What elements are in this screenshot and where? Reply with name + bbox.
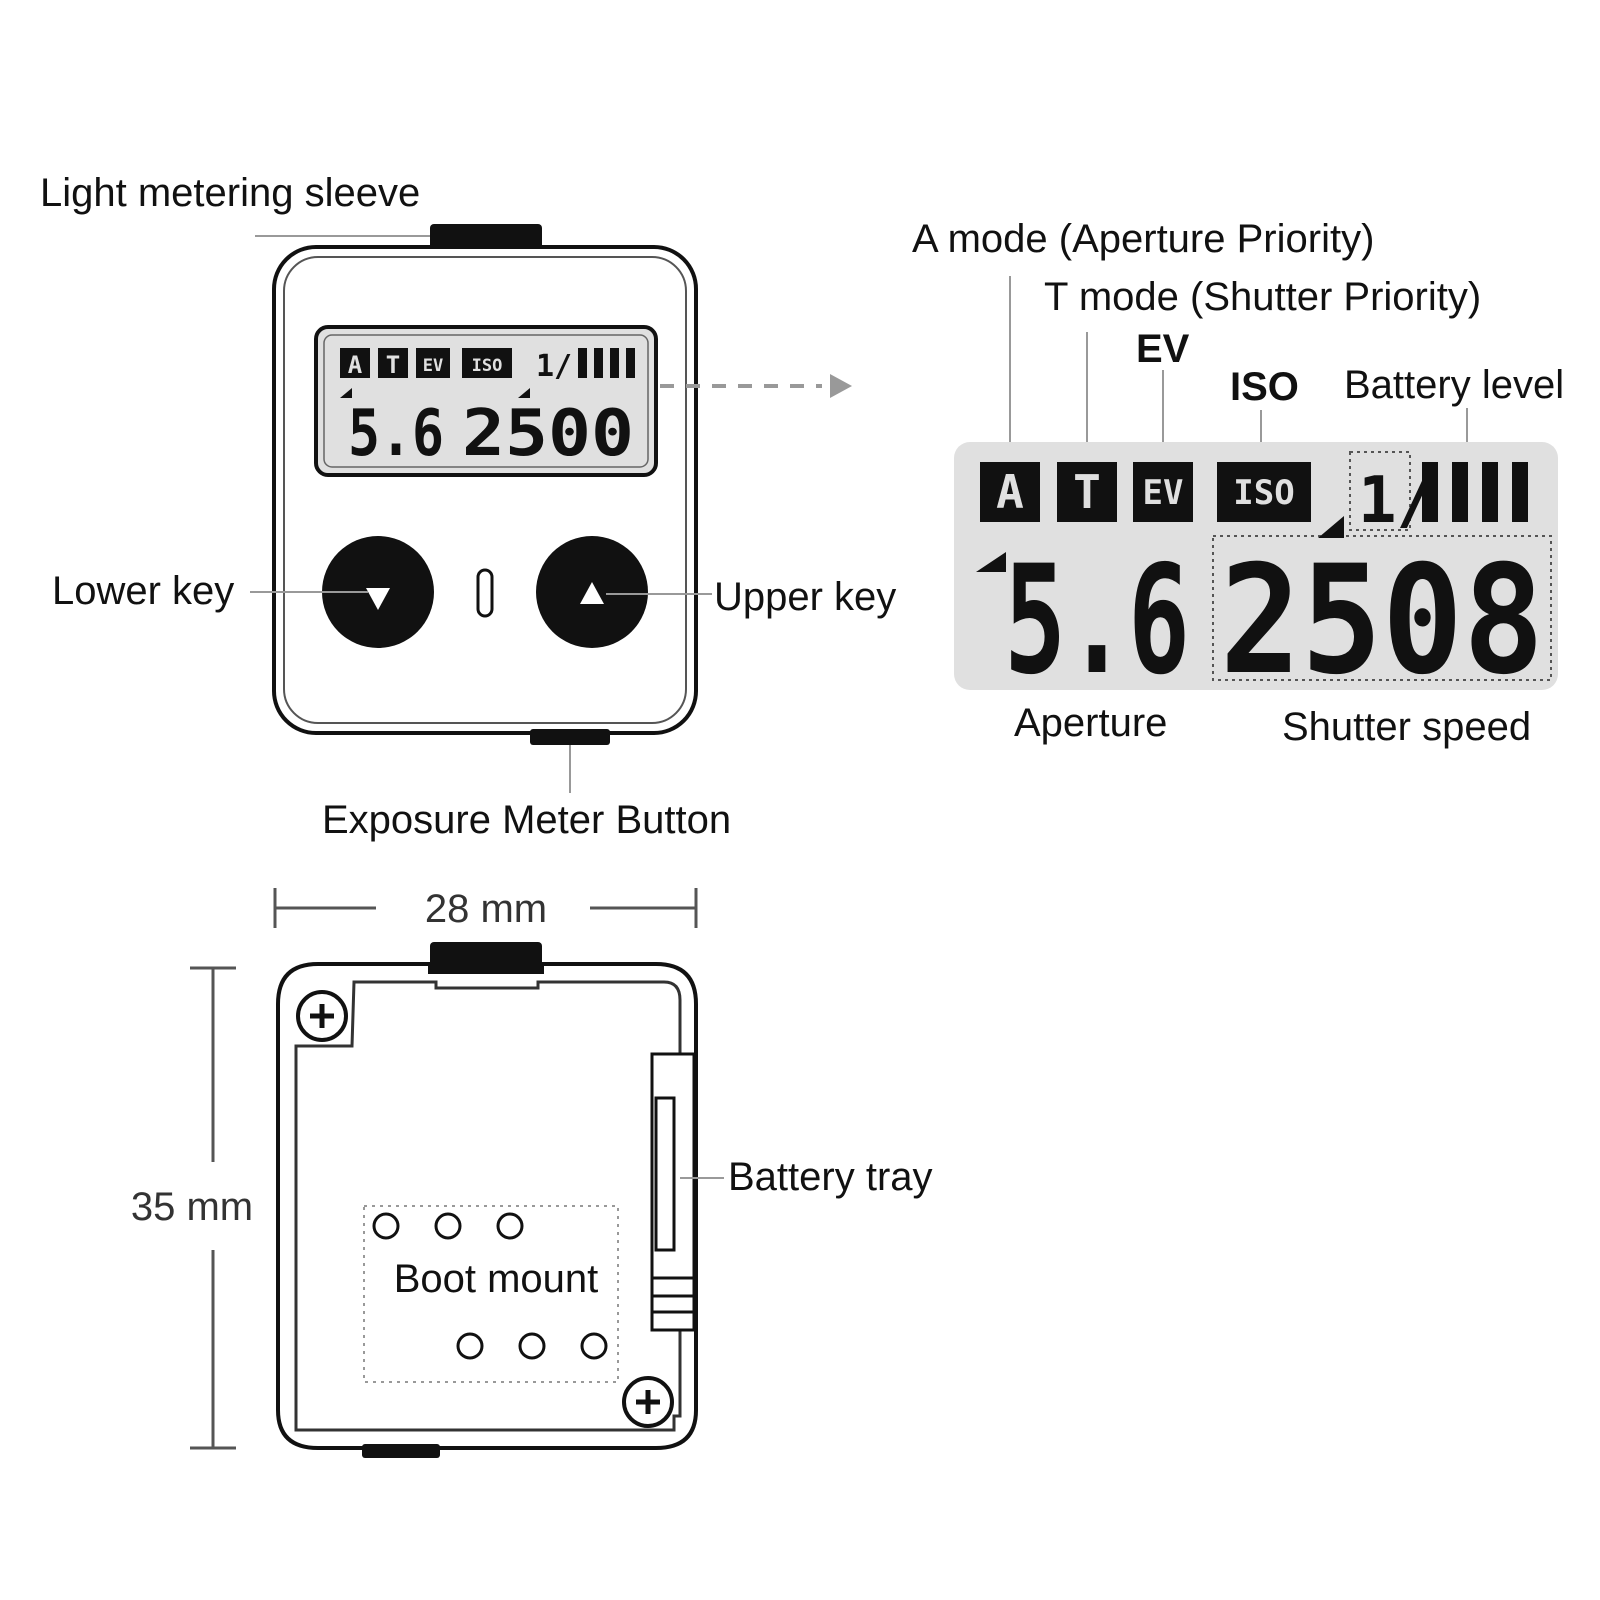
boot-mount-hole [580, 1332, 608, 1360]
boot-mount-hole [372, 1212, 400, 1240]
small-lcd-mode-t: T [386, 351, 400, 379]
large-lcd-mode-t: T [1073, 465, 1101, 519]
boot-mount-hole [496, 1212, 524, 1240]
boot-mount-hole [518, 1332, 546, 1360]
small-battery-level-icon [578, 348, 635, 378]
ev-label: EV [1136, 327, 1190, 371]
indicator-slot [476, 568, 494, 618]
large-lcd-mode-ev: EV [1143, 473, 1184, 513]
shutter-speed-label: Shutter speed [1282, 705, 1531, 749]
upper-key-label: Upper key [714, 575, 896, 619]
battery-bar [1482, 462, 1498, 522]
boot-mount-hole [456, 1332, 484, 1360]
exposure-meter-button-label: Exposure Meter Button [322, 798, 731, 842]
large-lcd-shutter: 2508 [1220, 534, 1544, 708]
t-mode-label: T mode (Shutter Priority) [1044, 275, 1481, 319]
large-battery-level-icon [1422, 462, 1528, 522]
back-sleeve [430, 942, 542, 972]
large-lcd-aperture: 5.6 [1004, 534, 1190, 708]
small-lcd-mode-ev: EV [423, 356, 443, 376]
large-lcd-mode-a: A [996, 465, 1024, 519]
width-dimension-label: 28 mm [425, 887, 547, 931]
lcd-detail: A mode (Aperture Priority) T mode (Shutt… [912, 217, 1564, 749]
battery-level-label: Battery level [1344, 363, 1564, 407]
aperture-label: Aperture [1014, 701, 1167, 745]
boot-mount-label: Boot mount [394, 1257, 599, 1301]
battery-bar [578, 348, 587, 378]
arrow-right-icon [830, 374, 852, 398]
device-body-front [272, 245, 698, 735]
back-bottom-tab [362, 1444, 440, 1458]
small-lcd-mode-a: A [348, 351, 363, 379]
small-lcd-aperture: 5.6 [348, 397, 444, 471]
upper-key-triangle-up-icon [580, 582, 604, 604]
front-view: Light metering sleeve Exposure Meter But… [40, 171, 896, 842]
boot-mount-holes [372, 1212, 608, 1360]
lower-key-label: Lower key [52, 569, 234, 613]
exposure-meter-button [530, 729, 610, 745]
battery-bar [610, 348, 619, 378]
lower-key-triangle-down-icon [366, 588, 390, 610]
light-metering-sleeve-label: Light metering sleeve [40, 171, 420, 215]
small-lcd-mode-iso: ISO [472, 356, 503, 376]
large-lcd-mode-iso: ISO [1233, 473, 1294, 513]
battery-tray-label: Battery tray [728, 1155, 933, 1199]
battery-bar [1512, 462, 1528, 522]
boot-mount-hole [434, 1212, 462, 1240]
iso-label: ISO [1230, 365, 1299, 409]
battery-bar [626, 348, 635, 378]
a-mode-label: A mode (Aperture Priority) [912, 217, 1374, 261]
small-lcd-fraction: 1/ [536, 349, 572, 384]
small-lcd-shutter: 2500 [462, 397, 634, 471]
battery-bar [1452, 462, 1468, 522]
height-dimension-label: 35 mm [131, 1185, 253, 1229]
back-view: 28 mm 35 mm Battery tray Boot mount [131, 887, 933, 1458]
battery-bar [1422, 462, 1438, 522]
battery-bar [594, 348, 603, 378]
